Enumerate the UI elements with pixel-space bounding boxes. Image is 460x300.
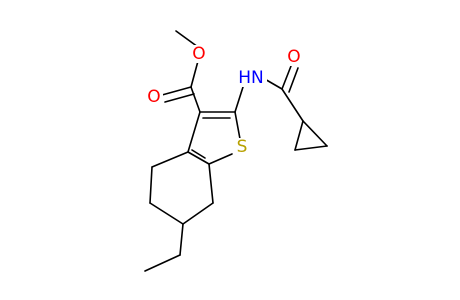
bond-c6-ch2 [179,223,184,256]
bond-cp-c-a [302,120,328,147]
bond-cp-a-b [294,120,304,151]
bond-ester-c3 [190,86,201,113]
ester-o-methyl-label: O [192,44,205,64]
atom-label-group: O O HN O S [145,44,303,157]
bond-amide-c-o-2 [288,67,299,93]
bond-c3a-c4 [151,151,189,168]
bond-c2-s [234,111,241,140]
bond-s-c7a [208,153,233,165]
ring-s-label: S [237,137,248,157]
bond-amide-c-o-1 [281,65,292,90]
amide-nh-background [236,67,267,87]
bond-c5-c6 [149,202,184,225]
bond-amide-c-cp [281,88,304,122]
ester-o-methyl-background [190,45,208,63]
bond-c-o-double-1 [161,86,192,96]
bond-methyl-o [175,30,199,48]
bond-c6-c7 [182,202,214,225]
bond-c7a-c3a-inner [191,149,206,159]
bond-c2-n [234,86,244,113]
bond-ch2-ch3 [144,254,181,272]
bond-c7-c7a [208,163,214,204]
amide-o-label: O [287,47,300,67]
ester-o-carbonyl-label: O [147,87,160,107]
bond-c7a-c3a [187,151,210,165]
bond-lines [144,30,328,272]
ring-s-background [233,138,251,156]
bond-cp-b-c [294,145,328,151]
ester-o-carbonyl-background [145,88,163,106]
bond-c-o-double-2 [164,93,195,103]
amide-o-background [285,48,303,66]
bond-o-carbonyl-c [190,60,199,88]
amide-nh-label: HN [238,68,264,88]
bond-c3a-c3 [187,111,201,153]
bond-c4-c5 [149,166,153,204]
